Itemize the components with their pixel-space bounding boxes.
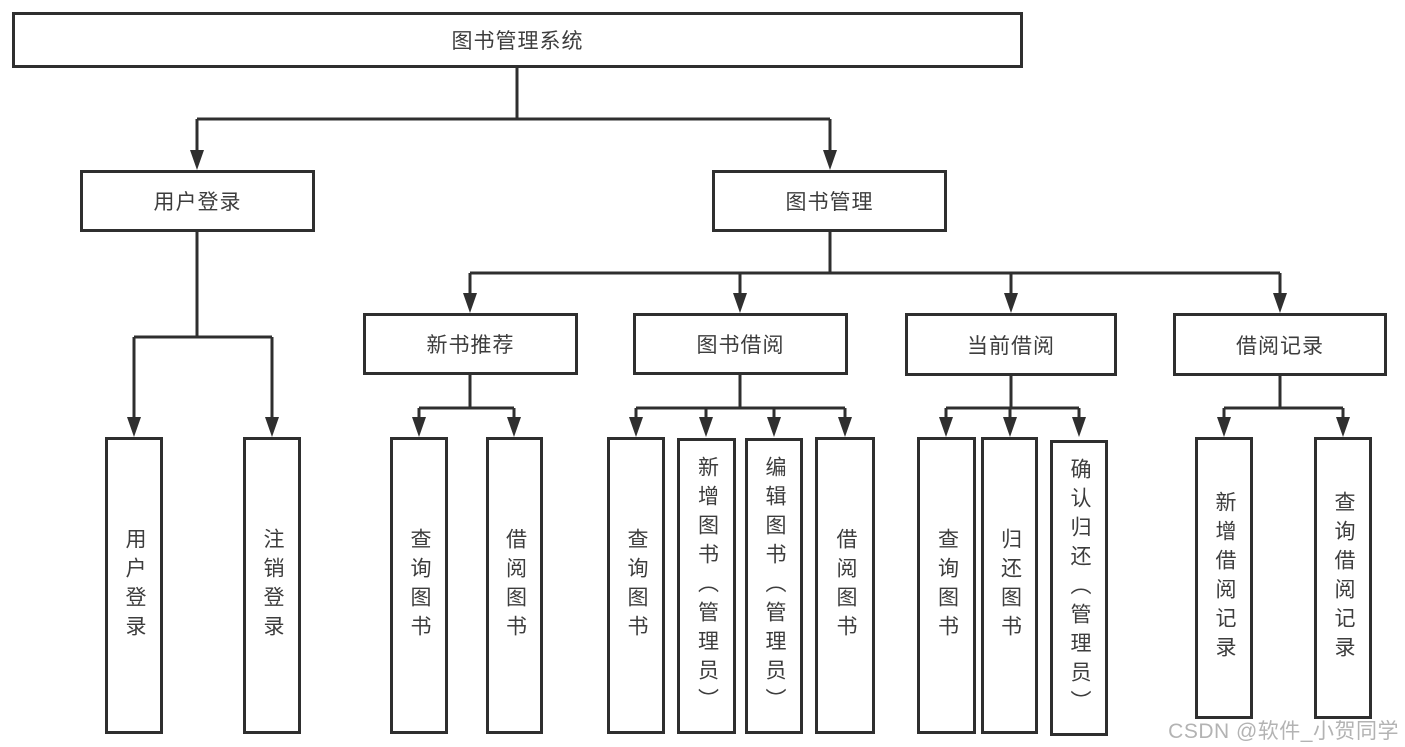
node-root-system: 图书管理系统 [12,12,1023,68]
leaf-borrow-edit-book-label: 编辑图书（管理员） [763,455,787,717]
leaf-borrow-add-book: 新增图书（管理员） [677,438,736,734]
leaf-borrow-borrow-book: 借阅图书 [815,437,875,734]
leaf-borrow-query: 查询图书 [607,437,665,734]
leaf-borrow-query-label: 查询图书 [625,527,649,644]
leaf-current-query: 查询图书 [917,437,976,734]
leaf-newbooks-query-label: 查询图书 [408,527,432,644]
csdn-watermark: CSDN @软件_小贺同学 [1168,720,1399,743]
leaf-newbooks-borrow-label: 借阅图书 [503,527,527,644]
leaf-logout-label: 注销登录 [261,527,285,644]
leaf-user-login-label: 用户登录 [123,527,147,644]
leaf-current-confirm-return: 确认归还（管理员） [1050,440,1108,736]
leaf-records-query: 查询借阅记录 [1314,437,1372,719]
node-user-login-branch-label: 用户登录 [153,191,242,214]
leaf-records-add-label: 新增借阅记录 [1213,491,1237,665]
leaf-user-login: 用户登录 [105,437,163,734]
leaf-current-query-label: 查询图书 [935,527,959,644]
leaf-current-confirm-return-label: 确认归还（管理员） [1068,457,1092,719]
leaf-current-return: 归还图书 [981,437,1038,734]
node-user-login-branch: 用户登录 [80,170,315,232]
leaf-records-add: 新增借阅记录 [1195,437,1253,719]
node-book-management-branch-label: 图书管理 [785,191,874,214]
leaf-borrow-borrow-book-label: 借阅图书 [834,527,858,644]
leaf-current-return-label: 归还图书 [998,527,1022,644]
leaf-borrow-edit-book: 编辑图书（管理员） [745,438,803,734]
node-current-borrow-label: 当前借阅 [967,334,1055,358]
node-new-book-recommend: 新书推荐 [363,313,578,375]
leaf-borrow-add-book-label: 新增图书（管理员） [695,455,719,717]
leaf-logout: 注销登录 [243,437,301,734]
node-borrow-records: 借阅记录 [1173,313,1387,376]
node-book-management-branch: 图书管理 [712,170,947,232]
node-book-borrow: 图书借阅 [633,313,848,375]
leaf-records-query-label: 查询借阅记录 [1332,491,1356,665]
leaf-newbooks-query: 查询图书 [390,437,448,734]
leaf-newbooks-borrow: 借阅图书 [486,437,543,734]
node-book-borrow-label: 图书借阅 [696,334,785,357]
node-borrow-records-label: 借阅记录 [1236,334,1324,358]
node-current-borrow: 当前借阅 [905,313,1117,376]
node-new-book-recommend-label: 新书推荐 [426,334,515,357]
node-root-label: 图书管理系统 [451,30,584,53]
